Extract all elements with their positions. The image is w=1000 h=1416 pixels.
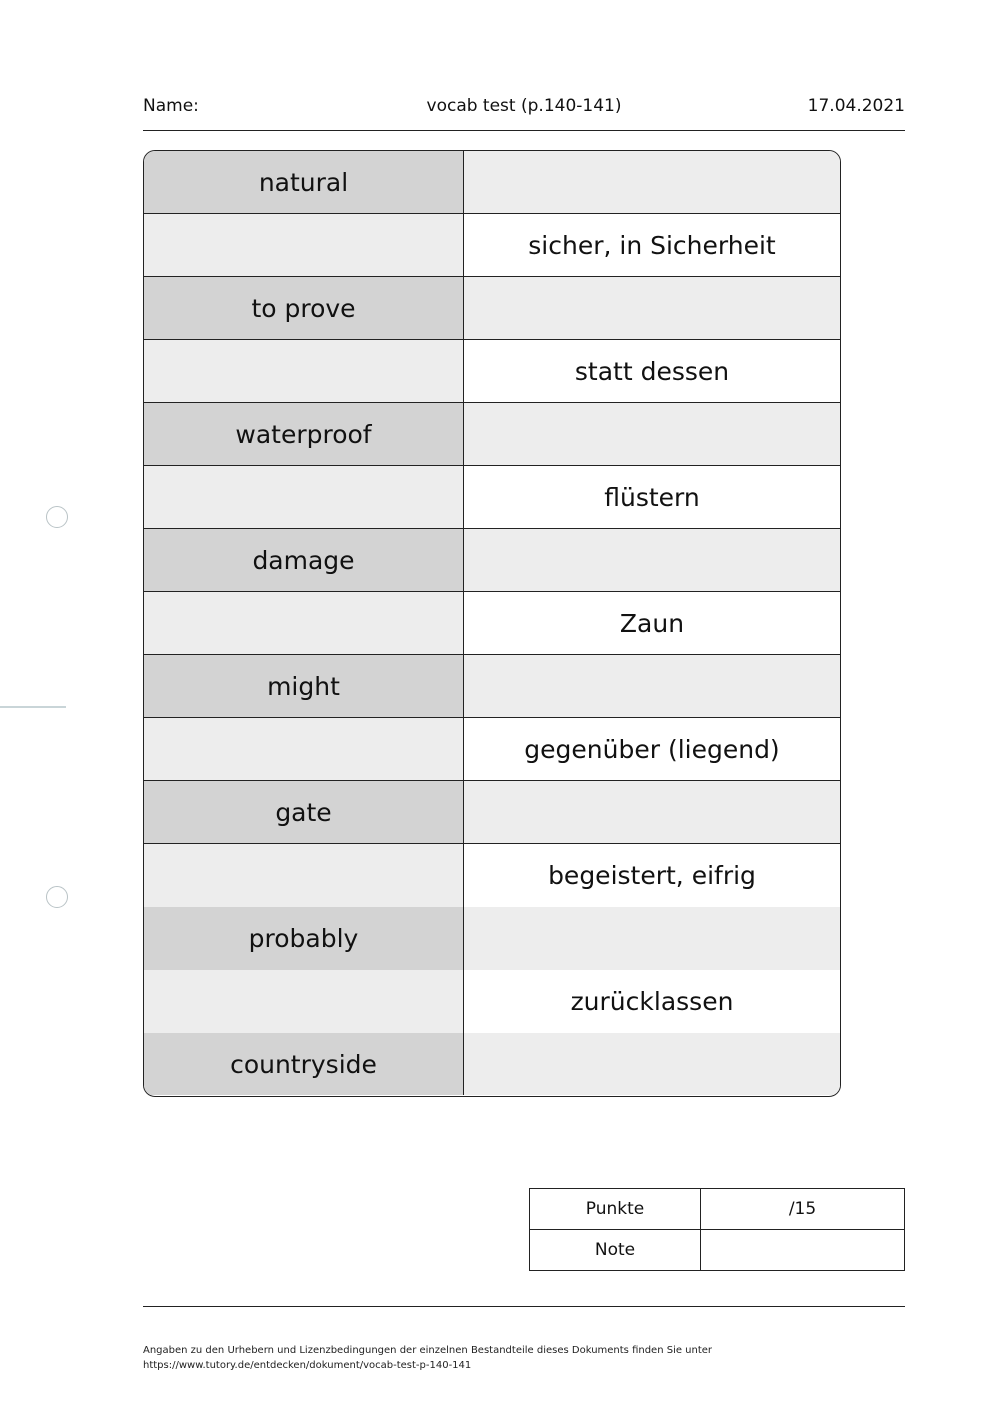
score-row-points: Punkte /15 — [529, 1188, 905, 1230]
vocab-row: gate — [144, 781, 840, 844]
english-cell: damage — [144, 529, 464, 591]
german-cell: sicher, in Sicherheit — [464, 214, 840, 276]
german-cell — [464, 277, 840, 339]
vocab-row: flüstern — [144, 466, 840, 529]
english-cell — [144, 970, 464, 1033]
score-table: Punkte /15 Note — [529, 1188, 905, 1271]
vocab-row: gegenüber (liegend) — [144, 718, 840, 781]
german-cell: begeistert, eifrig — [464, 844, 840, 907]
german-cell — [464, 151, 840, 213]
page-footer: Angaben zu den Urhebern und Lizenzbeding… — [143, 1343, 905, 1373]
english-cell — [144, 592, 464, 654]
english-cell: gate — [144, 781, 464, 843]
points-value: /15 — [700, 1188, 905, 1230]
vocab-row: to prove — [144, 277, 840, 340]
german-cell — [464, 781, 840, 843]
vocab-row: begeistert, eifrig — [144, 844, 840, 907]
footer-url: https://www.tutory.de/entdecken/dokument… — [143, 1360, 472, 1371]
footer-attribution-text: Angaben zu den Urhebern und Lizenzbeding… — [143, 1345, 713, 1356]
vocab-row: natural — [144, 151, 840, 214]
german-cell: zurücklassen — [464, 970, 840, 1033]
fold-mark — [0, 706, 66, 708]
vocab-row: waterproof — [144, 403, 840, 466]
page-header: Name: vocab test (p.140-141) 17.04.2021 — [143, 94, 905, 131]
english-cell — [144, 214, 464, 276]
german-cell: statt dessen — [464, 340, 840, 402]
grade-label: Note — [529, 1229, 701, 1271]
footer-divider — [143, 1306, 905, 1307]
german-cell: Zaun — [464, 592, 840, 654]
english-cell: waterproof — [144, 403, 464, 465]
document-date: 17.04.2021 — [807, 96, 905, 116]
punch-hole-bottom — [46, 886, 68, 908]
points-label: Punkte — [529, 1188, 701, 1230]
english-cell: countryside — [144, 1033, 464, 1095]
english-cell — [144, 718, 464, 780]
vocab-table: natural sicher, in Sicherheit to prove s… — [143, 150, 841, 1097]
english-cell — [144, 844, 464, 907]
german-cell: flüstern — [464, 466, 840, 528]
grade-value — [700, 1229, 905, 1271]
english-cell: to prove — [144, 277, 464, 339]
vocab-row: sicher, in Sicherheit — [144, 214, 840, 277]
vocab-row: countryside — [144, 1033, 840, 1095]
english-cell: might — [144, 655, 464, 717]
vocab-row: probably — [144, 907, 840, 970]
vocab-row: damage — [144, 529, 840, 592]
german-cell — [464, 907, 840, 970]
document-title: vocab test (p.140-141) — [426, 96, 622, 116]
vocab-row: Zaun — [144, 592, 840, 655]
german-cell — [464, 403, 840, 465]
german-cell — [464, 655, 840, 717]
english-cell — [144, 466, 464, 528]
english-cell — [144, 340, 464, 402]
vocab-row: statt dessen — [144, 340, 840, 403]
german-cell: gegenüber (liegend) — [464, 718, 840, 780]
english-cell: probably — [144, 907, 464, 970]
vocab-row: zurücklassen — [144, 970, 840, 1033]
name-label: Name: — [143, 96, 199, 116]
german-cell — [464, 1033, 840, 1095]
english-cell: natural — [144, 151, 464, 213]
german-cell — [464, 529, 840, 591]
score-row-grade: Note — [529, 1229, 905, 1271]
punch-hole-top — [46, 506, 68, 528]
vocab-row: might — [144, 655, 840, 718]
